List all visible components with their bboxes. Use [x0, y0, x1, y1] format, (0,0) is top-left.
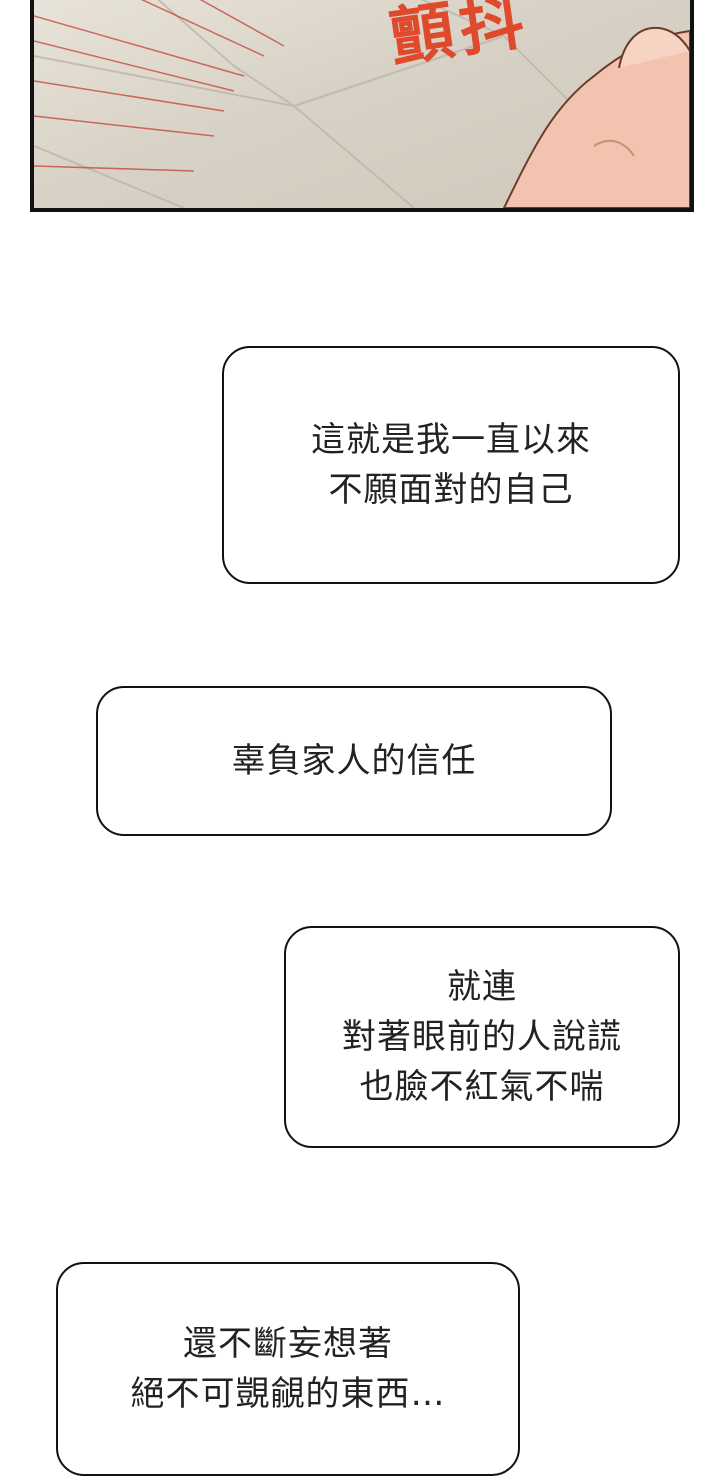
bubble-text: 還不斷妄想著 絕不可覬覦的東西… [131, 1319, 446, 1419]
speech-bubble-3: 就連 對著眼前的人說謊 也臉不紅氣不喘 [284, 926, 680, 1148]
bubble-line: 絕不可覬覦的東西… [130, 1374, 446, 1414]
bubble-line: 也臉不紅氣不喘 [359, 1067, 605, 1107]
bubble-line: 不願面對的自己 [328, 470, 574, 510]
bubble-text: 辜負家人的信任 [232, 736, 477, 786]
bubble-line: 還不斷妄想著 [183, 1324, 393, 1364]
panel-artwork [34, 0, 690, 208]
comic-panel: 顫抖 [30, 0, 694, 212]
bubble-text: 就連 對著眼前的人說謊 也臉不紅氣不喘 [342, 962, 622, 1112]
speech-bubble-2: 辜負家人的信任 [96, 686, 612, 836]
speech-bubble-4: 還不斷妄想著 絕不可覬覦的東西… [56, 1262, 520, 1476]
speech-bubble-1: 這就是我一直以來 不願面對的自己 [222, 346, 680, 584]
bubble-line: 對著眼前的人說謊 [342, 1017, 622, 1057]
bubble-line: 辜負家人的信任 [231, 741, 477, 781]
bubble-line: 就連 [447, 967, 517, 1007]
bubble-text: 這就是我一直以來 不願面對的自己 [311, 415, 591, 515]
bubble-line: 這就是我一直以來 [311, 420, 591, 460]
